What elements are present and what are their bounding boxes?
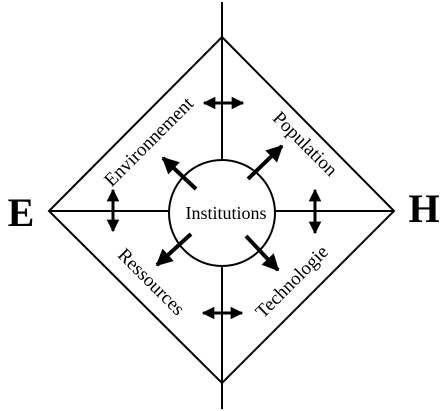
pole-label-left: E bbox=[8, 190, 35, 235]
center-label: Institutions bbox=[185, 203, 266, 223]
arrow-to-technologie bbox=[244, 234, 280, 272]
arrow-to-population bbox=[246, 144, 284, 181]
arrow-to-ressources bbox=[155, 232, 193, 267]
pole-label-right: H bbox=[408, 186, 439, 231]
quadrant-label-ressources: Ressources bbox=[113, 245, 188, 320]
arrow-to-environnement bbox=[161, 156, 198, 191]
quadrant-label-population: Population bbox=[268, 108, 341, 181]
